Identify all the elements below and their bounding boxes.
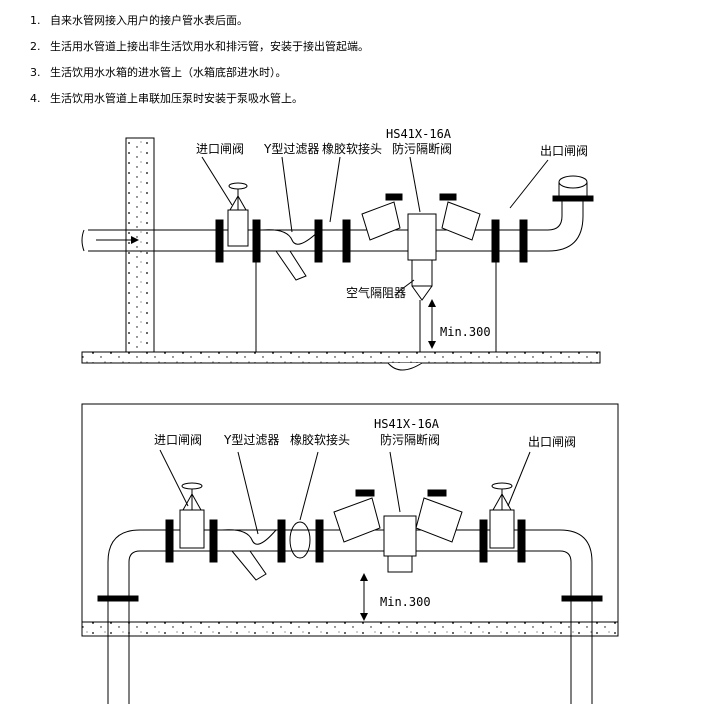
main-pipe xyxy=(81,175,588,252)
label-rubber-joint: 橡胶软接头 xyxy=(290,432,350,447)
diagram-1 xyxy=(81,137,601,371)
note-text: 生活饮用水水箱的进水管上（水箱底部进水时）。 xyxy=(50,66,287,79)
note-item: 4. 生活饮用水管道上串联加压泵时安装于泵吸水管上。 xyxy=(0,86,714,112)
y-strainer-icon xyxy=(221,529,277,581)
floor-slab xyxy=(81,621,619,637)
label-min-clearance: Min.300 xyxy=(440,325,491,339)
label-outlet-valve: 出口闸阀 xyxy=(540,144,588,158)
flange-set xyxy=(215,195,594,263)
note-number: 1. xyxy=(30,14,41,27)
note-item: 3. 生活饮用水水箱的进水管上（水箱底部进水时）。 xyxy=(0,60,714,86)
note-text: 生活用水管道上接出非生活饮用水和排污管，安装于接出管起端。 xyxy=(50,40,369,53)
label-model: HS41X-16A xyxy=(374,417,440,431)
leader-lines xyxy=(159,449,531,535)
label-backflow-preventer: 防污隔断阀 xyxy=(392,141,452,156)
y-strainer-icon xyxy=(261,229,321,281)
floor-slab xyxy=(81,351,601,371)
backflow-preventer-icon xyxy=(361,193,481,301)
rubber-joint-icon xyxy=(289,521,311,559)
label-backflow-preventer: 防污隔断阀 xyxy=(380,432,440,447)
note-number: 4. xyxy=(30,92,41,105)
label-air-gap: 空气隔阻器 xyxy=(346,285,406,300)
note-item: 2. 生活用水管道上接出非生活饮用水和排污管，安装于接出管起端。 xyxy=(0,34,714,60)
gate-valve-icon xyxy=(227,182,249,247)
label-outlet-valve: 出口闸阀 xyxy=(528,435,576,449)
note-number: 3. xyxy=(30,66,41,79)
gate-valve-icon xyxy=(179,482,205,549)
backflow-preventer-icon xyxy=(333,489,463,573)
notes-list: 1. 自来水管网接入用户的接户管水表后面。 2. 生活用水管道上接出非生活饮用水… xyxy=(0,8,714,112)
label-inlet-valve: 进口闸阀 xyxy=(154,433,202,447)
wall-column xyxy=(125,137,155,353)
label-min-clearance: Min.300 xyxy=(380,595,431,609)
note-number: 2. xyxy=(30,40,41,53)
note-text: 生活饮用水管道上串联加压泵时安装于泵吸水管上。 xyxy=(50,92,303,105)
flange-set xyxy=(97,519,603,602)
gate-valve-icon xyxy=(489,482,515,549)
label-inlet-valve: 进口闸阀 xyxy=(196,142,244,156)
note-text: 自来水管网接入用户的接户管水表后面。 xyxy=(50,14,248,27)
label-y-strainer: Y型过滤器 xyxy=(263,142,319,156)
label-y-strainer: Y型过滤器 xyxy=(223,433,279,447)
label-rubber-joint: 橡胶软接头 xyxy=(322,141,382,156)
leader-lines xyxy=(201,156,549,293)
label-model: HS41X-16A xyxy=(386,127,452,141)
diagram-2 xyxy=(81,403,619,704)
note-item: 1. 自来水管网接入用户的接户管水表后面。 xyxy=(0,8,714,34)
